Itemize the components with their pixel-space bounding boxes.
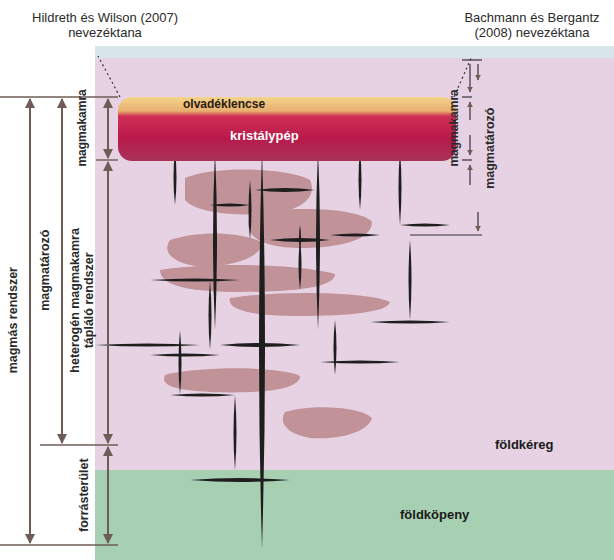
bracket-label: magmakamra [75,89,89,166]
column-heading: Hildreth és Wilson (2007) nevezéktana [13,11,198,41]
crust-band: földkéreg olvadéklencse kristálypép [95,48,614,470]
right-brackets [410,60,482,235]
band-label: földköpeny [400,508,469,522]
dikes-and-sills [95,148,450,548]
crust-ground [95,48,614,470]
bracket-label: magmás rendszer [6,267,20,373]
surface-strip [95,46,614,58]
bracket-label: magmatározó [483,108,497,189]
bracket-label: forrásterület [77,458,91,532]
left-brackets [0,97,118,545]
mush-bodies [160,170,390,439]
left-arrows [30,99,108,543]
band-label: kristálypép [230,129,299,143]
column-heading: Bachmann és Bergantz (2008) nevezéktana [452,11,612,41]
mantle-band: földköpeny [95,470,614,560]
melt-lens: olvadéklencse [118,97,456,112]
bracket-label: magmakamra [447,89,461,166]
bracket-label: magmatározó [38,230,52,311]
crystal-mush: kristálypép [118,112,456,161]
magma-chamber-body [118,97,456,161]
dotted-guide [98,56,120,97]
bracket-label: heterogén magmakamra tápláló rendszer [68,217,97,382]
mantle-ground [95,470,614,560]
band-label: olvadéklencse [183,98,265,111]
band-label: földkéreg [495,438,554,452]
